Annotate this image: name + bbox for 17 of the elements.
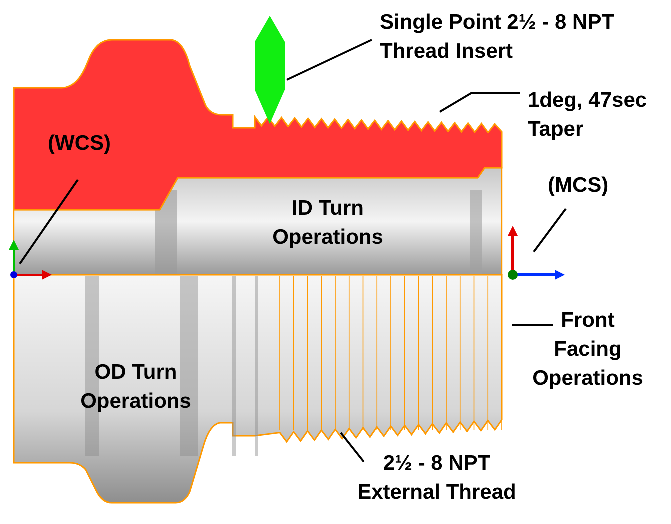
leader-line [512, 324, 553, 326]
callout-text: (MCS) [548, 171, 638, 200]
coordinate-axes-icon [9, 240, 52, 280]
callout-text: 1deg, 47sec Taper [528, 86, 671, 144]
leader-line [340, 432, 365, 463]
region-label: ID Turn Operations [272, 196, 384, 251]
thread-insert-drawing [255, 16, 285, 124]
leader-line [19, 179, 79, 265]
leader-line [439, 92, 520, 113]
callout-text: Single Point 2½ - 8 NPT Thread Insert [380, 8, 660, 66]
coordinate-axes-icon [508, 226, 565, 280]
callout-text: 2½ - 8 NPT External Thread [342, 449, 532, 507]
leader-line [533, 208, 567, 253]
region-label: OD Turn Operations [80, 360, 192, 415]
callout-text: (WCS) [48, 129, 138, 158]
leader-line [286, 39, 372, 81]
callout-text: Front Facing Operations [532, 306, 644, 393]
